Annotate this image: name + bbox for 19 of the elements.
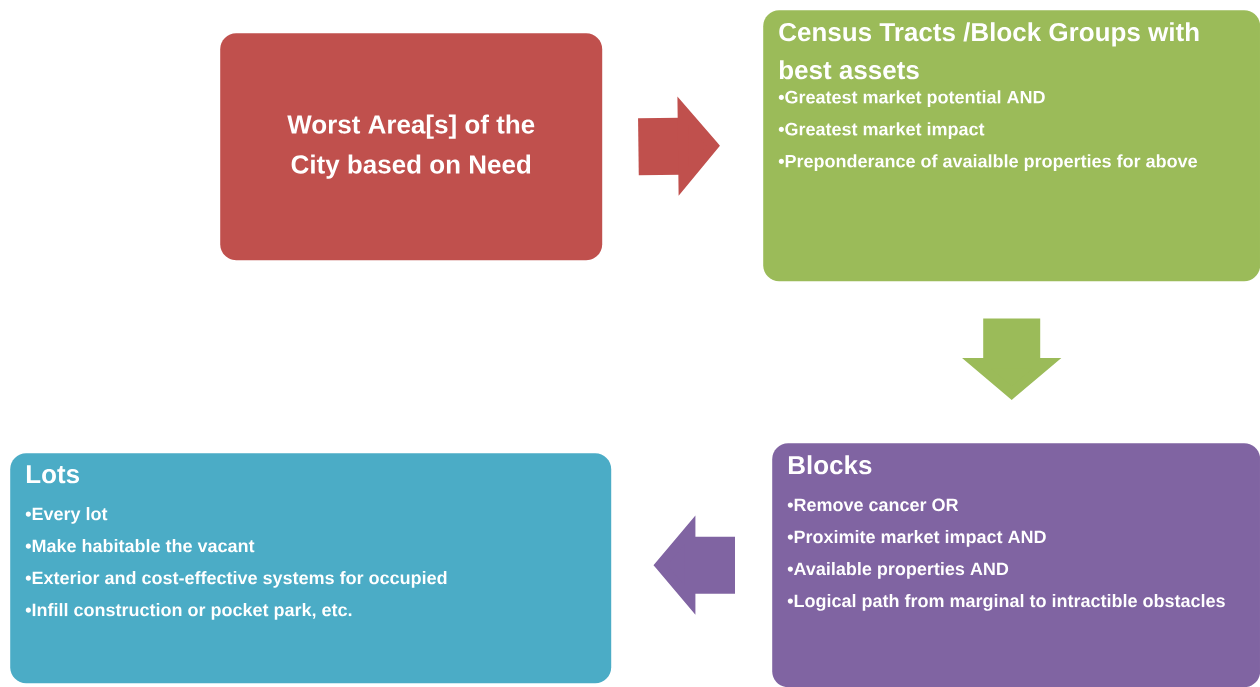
- heading: Blocks: [788, 455, 872, 475]
- bullet-item: •Available properties AND: [787, 562, 1009, 579]
- bullet-item: •Every lot: [25, 507, 108, 524]
- bullet-item: •Greatest market potential AND: [778, 90, 1045, 108]
- heading: Lots: [26, 465, 80, 484]
- process-box: [772, 443, 1260, 687]
- process-box: [220, 33, 603, 261]
- bullet-item: •Preponderance of avaialble properties for above: [778, 154, 1197, 172]
- process-box: [10, 453, 612, 684]
- bullet-item: •Infill construction or pocket park, etc.: [25, 603, 352, 620]
- heading: Census Tracts /Block Groups with best assets: [779, 22, 1199, 80]
- bullet-item: •Greatest market impact: [778, 122, 985, 140]
- bullet-item: •Make habitable the vacant: [25, 539, 255, 553]
- process-box: [763, 10, 1260, 282]
- bullet-item: •Logical path from marginal to intractible obstacles: [787, 594, 1225, 611]
- heading: Worst Area[s] of the City based on Need: [287, 114, 535, 179]
- bullet-item: •Remove cancer OR: [787, 498, 959, 512]
- bullet-item: •Exterior and cost-effective systems for occupied: [25, 571, 447, 588]
- bullet-item: •Proximite market impact AND: [787, 530, 1046, 547]
